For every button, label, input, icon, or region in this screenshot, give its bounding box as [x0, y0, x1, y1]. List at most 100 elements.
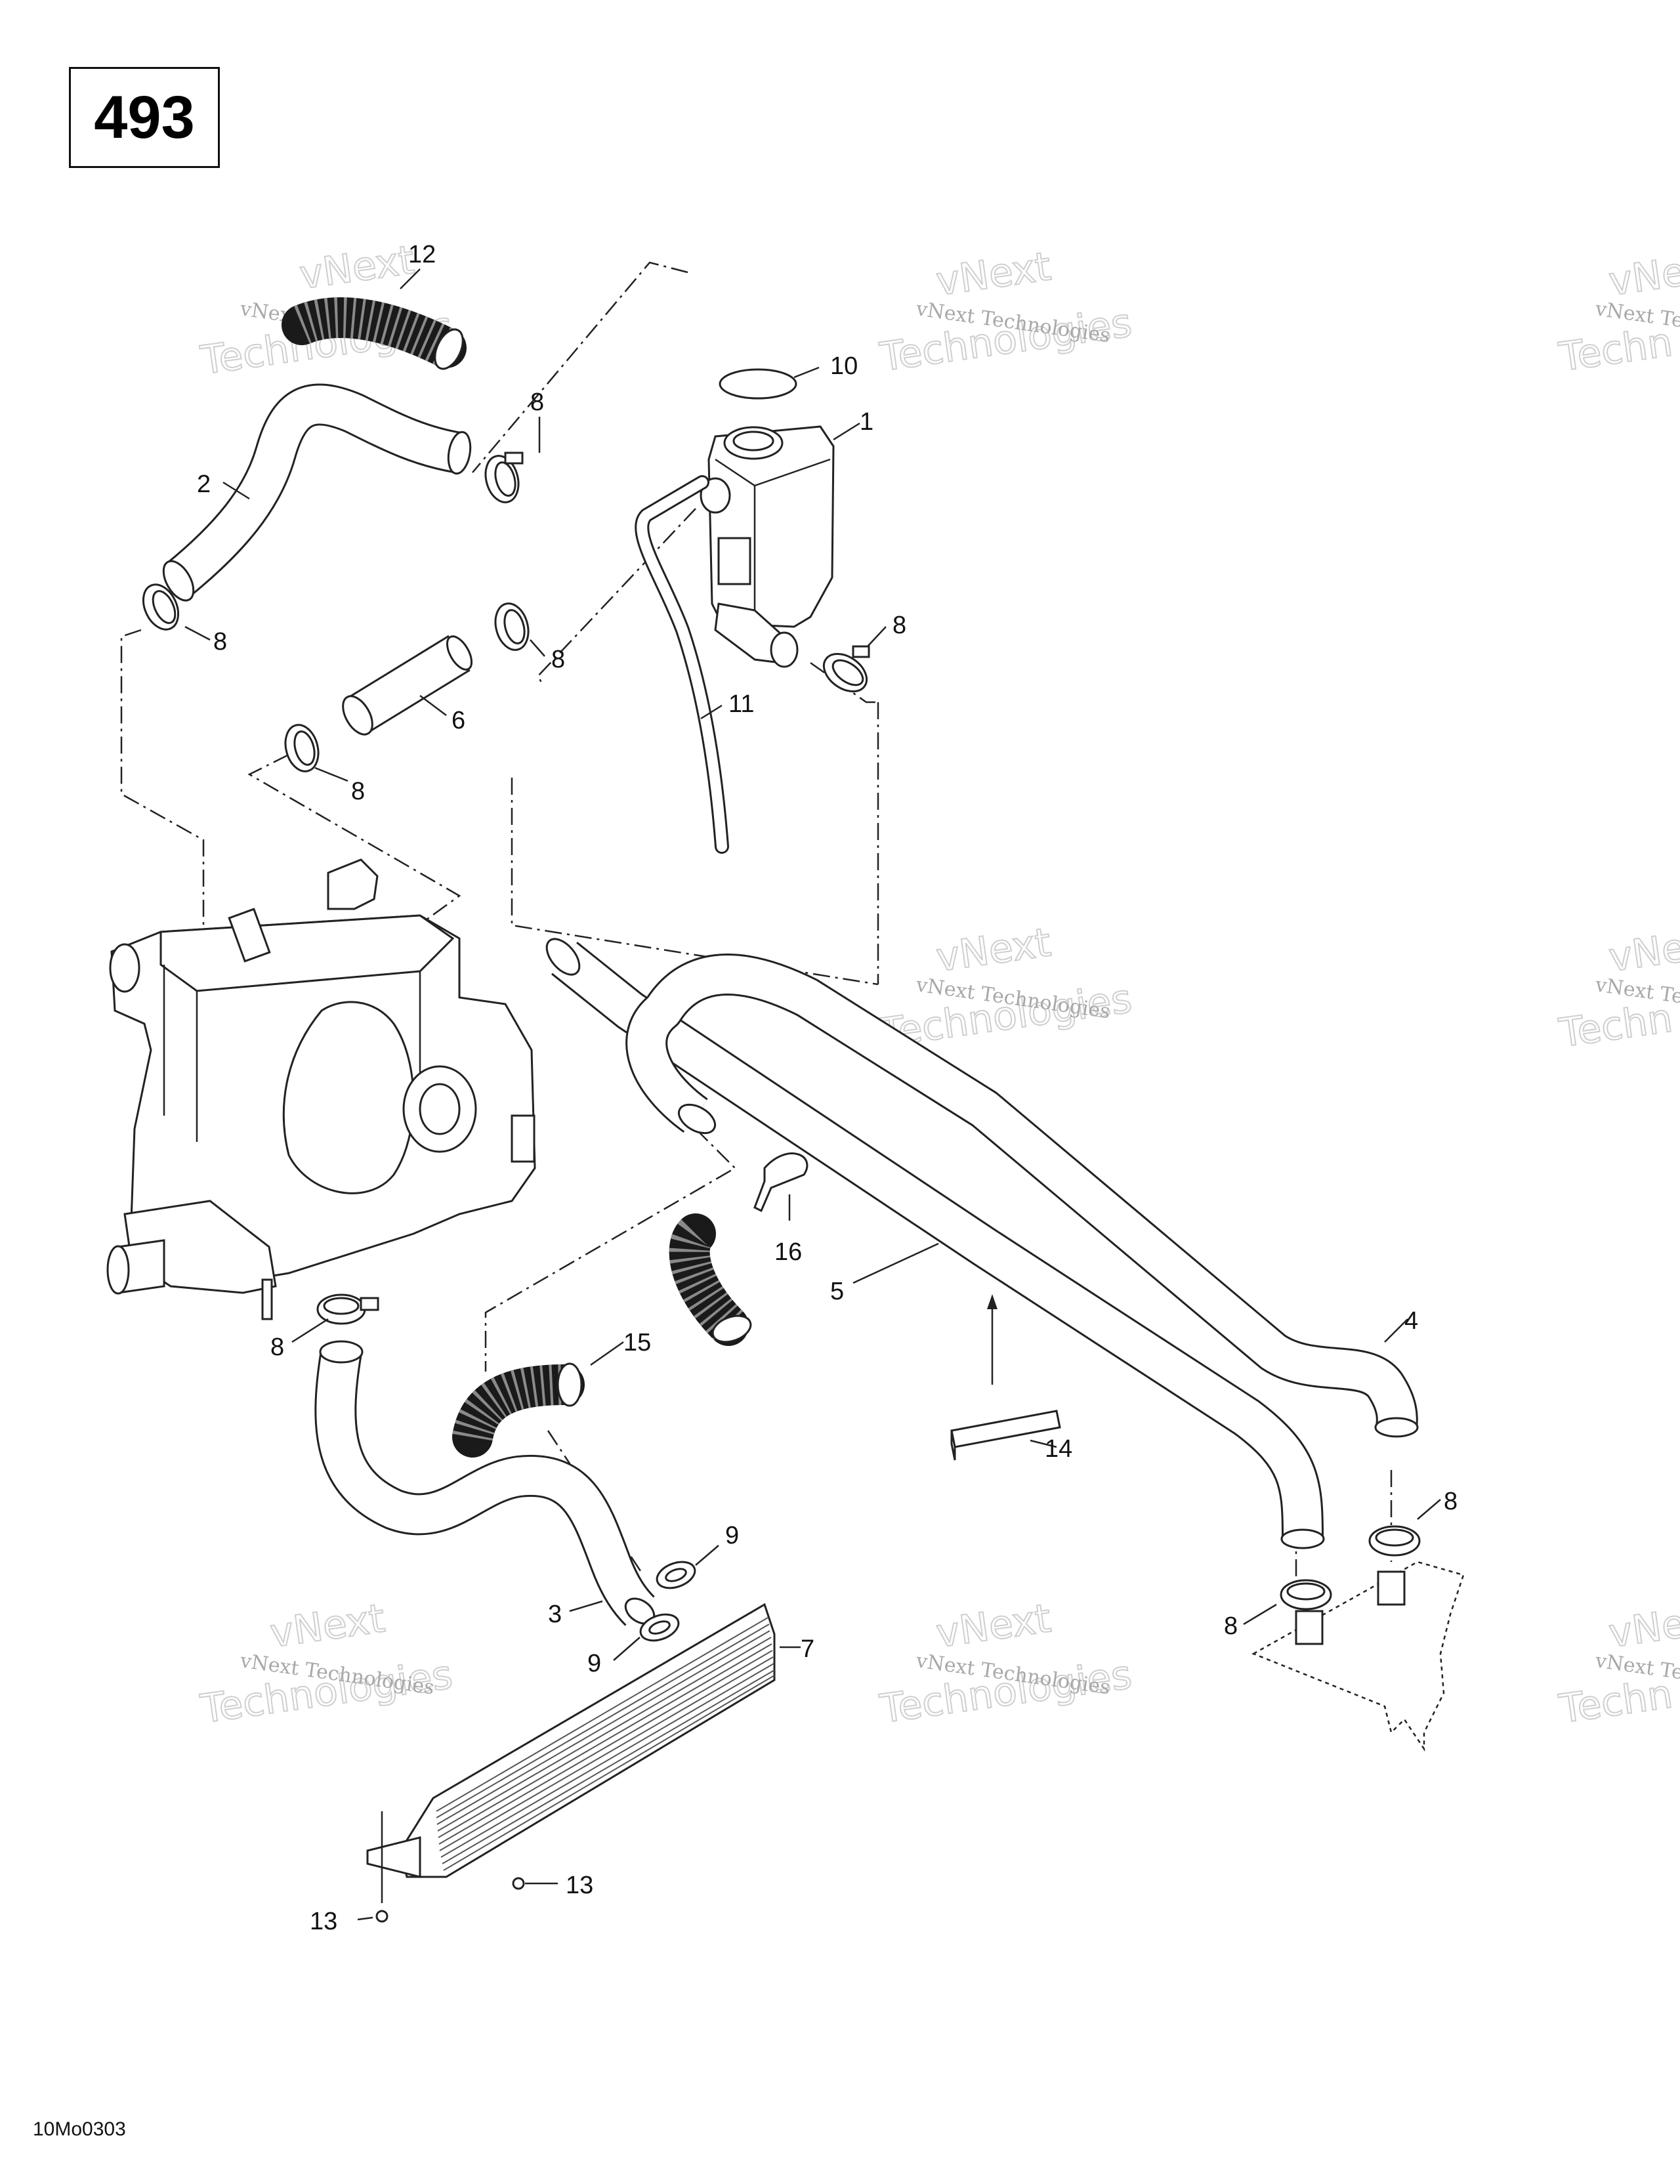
assembly-line-hose6-to-engine	[247, 753, 461, 940]
leader-9-upper	[695, 1545, 719, 1566]
callout-8-upper: 8	[530, 388, 544, 416]
part-15-corrugated-hoses	[452, 1213, 752, 1458]
watermark-mid-center: vNext Technologies vNext Technologies	[876, 919, 1135, 1057]
assembly-line-hose15	[484, 1128, 737, 1372]
corrugated-hose-upper-end	[711, 1314, 752, 1343]
tunnel-hose-4-end-top	[678, 1103, 716, 1135]
part-9-gaskets	[639, 1561, 696, 1642]
watermark-mid-right: vNe Techn vNext Te	[1555, 924, 1680, 1057]
tank-outlet-end	[770, 631, 799, 668]
callout-numbers: 12 10 1 8 2 8 8 6 8 11 8 16 5 4 15 14 8 …	[197, 241, 1458, 1935]
clamp-screw	[360, 1297, 379, 1311]
upper-hose-end-left	[162, 560, 195, 602]
radiator-fins	[436, 1617, 775, 1871]
callout-8-engine: 8	[270, 1334, 284, 1361]
assembly-line-clamp-to-tank	[472, 261, 688, 473]
corrugated-hose-lower-ribs	[452, 1364, 565, 1442]
carburetor-body	[282, 1001, 415, 1194]
leader-12	[400, 268, 421, 289]
screw-right	[512, 1877, 525, 1890]
corrugated-hose-end	[434, 328, 464, 370]
watermark-bottom-center: vNext Technologies vNext Technologies	[876, 1595, 1135, 1733]
clamp-tank-outlet	[822, 645, 870, 693]
callout-5: 5	[830, 1278, 844, 1305]
foam-arrow-head	[987, 1294, 998, 1309]
callout-16: 16	[774, 1238, 802, 1266]
part-2-upper-hose	[162, 383, 472, 602]
clamp-hose6-left	[284, 724, 320, 772]
clamp-inner	[293, 730, 316, 766]
callout-9-upper: 9	[725, 1522, 739, 1549]
leader-8-hose6	[530, 639, 545, 657]
page-number: 493	[94, 83, 195, 151]
leader-4	[1384, 1318, 1408, 1343]
leader-10	[793, 366, 820, 379]
head-outlet-fitting	[327, 858, 379, 910]
callout-8-tank: 8	[892, 612, 906, 639]
part-16-cable-tie	[753, 1152, 808, 1213]
tunnel-hose-5-fill	[552, 943, 1322, 1536]
crankshaft-end	[106, 1245, 130, 1295]
corrugated-hose-upper-ribs	[669, 1219, 744, 1340]
leader-1	[833, 422, 860, 441]
leader-lines	[184, 268, 1441, 1921]
part-1-coolant-tank	[700, 425, 835, 668]
upper-hose-fill	[165, 385, 463, 596]
callout-7: 7	[801, 1635, 814, 1663]
tank-upper-inlet	[700, 477, 731, 514]
watermark-brand-partial: vNe	[1606, 1601, 1680, 1657]
tunnel-outline	[1251, 1561, 1465, 1752]
radiator-body	[399, 1603, 776, 1878]
fitting-right	[1377, 1570, 1406, 1606]
callout-2: 2	[197, 471, 211, 498]
clamp-hose4	[1368, 1525, 1421, 1557]
lower-hose-end-top	[319, 1340, 364, 1364]
callout-15: 15	[623, 1329, 651, 1356]
gasket-upper-hole	[665, 1568, 687, 1582]
screw-left	[375, 1910, 388, 1923]
callout-13-left: 13	[310, 1908, 337, 1935]
part-10-cap	[719, 368, 797, 400]
clamps	[142, 452, 1421, 1610]
clamp-inner	[503, 609, 526, 644]
leader-8-left	[184, 625, 211, 641]
clamp-inner	[1375, 1528, 1414, 1547]
watermark-bottom-left: vNext Technologies vNext Technologies	[197, 1595, 455, 1733]
part-6-short-hose	[342, 635, 473, 736]
part-5-tunnel-hose	[545, 938, 1325, 1549]
watermark-brand: vNext	[933, 919, 1053, 981]
callout-8-tunnel-right: 8	[1444, 1488, 1458, 1515]
tunnel-hose-5-end-top	[545, 938, 581, 976]
engine-mount-boss	[109, 943, 140, 993]
clamp-upper-left	[142, 583, 180, 631]
tank-filler-opening	[732, 430, 774, 452]
watermark-brand: vNext	[297, 237, 417, 299]
leader-8-tunnel-left	[1243, 1603, 1277, 1626]
corrugated-hose-ribs	[294, 297, 455, 366]
callout-8-hose6: 8	[551, 646, 565, 673]
callout-1: 1	[860, 408, 873, 436]
leader-8-hose6-left	[314, 766, 348, 782]
clamp-inner	[831, 659, 864, 686]
part-13-screws	[375, 1811, 525, 1923]
part-14-foam-strip	[950, 1294, 1061, 1461]
callout-8-tunnel-left: 8	[1224, 1612, 1238, 1640]
clamp-engine-outlet	[316, 1293, 379, 1325]
assembly-line-hose6-to-tank	[537, 508, 696, 683]
tunnel-hose-4-fill	[627, 956, 1416, 1430]
callout-9-lower: 9	[587, 1650, 601, 1677]
page-number-box: 493	[69, 67, 220, 168]
cable-tie	[753, 1152, 808, 1213]
gasket-lower-hole	[648, 1620, 671, 1635]
leader-3	[569, 1600, 603, 1612]
upper-hose-end-right	[447, 430, 472, 475]
foam-strip-side	[950, 1430, 956, 1461]
part-7-radiator	[366, 1603, 776, 1878]
leader-5	[852, 1242, 939, 1284]
clamp-inner	[1286, 1582, 1326, 1601]
clamp-screw	[852, 645, 870, 658]
leader-8-tunnel-right	[1417, 1499, 1441, 1520]
watermark-brand: vNext	[267, 1595, 387, 1657]
callout-4: 4	[1404, 1307, 1418, 1335]
short-hose-end-right	[446, 635, 473, 671]
